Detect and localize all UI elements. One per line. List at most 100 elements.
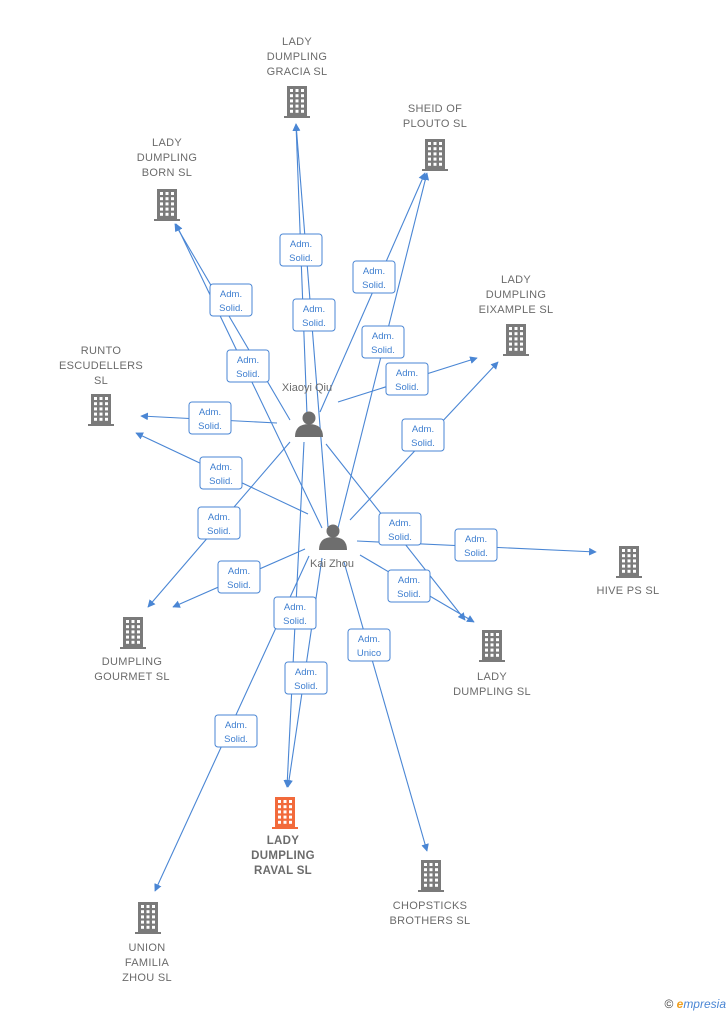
- relation-label[interactable]: Adm.Solid.: [352, 260, 396, 294]
- relation-label[interactable]: Adm.Solid.: [199, 456, 243, 490]
- main-company-building-icon[interactable]: [272, 797, 298, 829]
- company-building-icon[interactable]: [88, 394, 114, 426]
- relation-text: Solid.: [224, 734, 248, 745]
- building-window: [94, 417, 97, 421]
- relation-label[interactable]: Adm.Solid.: [284, 661, 328, 695]
- building-window: [289, 810, 292, 814]
- building-window: [146, 925, 150, 929]
- building-window: [485, 633, 488, 636]
- person-label-xiaoyi[interactable]: Xiaoyi Qiu: [282, 382, 332, 394]
- building-window: [520, 347, 523, 351]
- company-label-line: LADY: [267, 835, 300, 847]
- relation-box: [352, 260, 396, 294]
- building-window: [283, 805, 287, 809]
- company-building-icon[interactable]: [284, 86, 310, 118]
- person-body: [295, 424, 323, 437]
- company-label-line: RUNTO: [81, 345, 122, 357]
- building-window: [99, 412, 103, 416]
- building-window: [485, 648, 488, 652]
- building-window: [627, 549, 631, 552]
- relation-box: [226, 349, 270, 383]
- company-label-hive[interactable]: HIVE PS SL: [597, 585, 660, 597]
- relation-text: Solid.: [371, 345, 395, 356]
- relation-box: [273, 596, 317, 630]
- building-window: [290, 109, 293, 113]
- building-window: [131, 625, 135, 629]
- relation-text: Adm.: [237, 355, 259, 366]
- relation-text: Solid.: [395, 382, 419, 393]
- building-window: [433, 142, 437, 145]
- company-building-icon[interactable]: [120, 617, 146, 649]
- person-label-kai[interactable]: Kai Zhou: [310, 558, 354, 570]
- company-building-icon[interactable]: [418, 860, 444, 892]
- building-window: [152, 915, 155, 919]
- relation-label[interactable]: Adm.Solid.: [217, 560, 261, 594]
- building-base: [479, 660, 505, 662]
- building-window: [141, 920, 144, 924]
- relation-text: Solid.: [397, 589, 421, 600]
- edge-kai-to-chopsticks: [343, 561, 429, 852]
- company-building-icon[interactable]: [154, 189, 180, 221]
- building-window: [105, 412, 108, 416]
- building-window: [424, 883, 427, 887]
- building-window: [278, 820, 281, 824]
- building-window: [424, 878, 427, 882]
- relation-label[interactable]: Adm.Solid.: [292, 298, 336, 332]
- relation-label[interactable]: Adm.Solid.: [197, 506, 241, 540]
- relation-label[interactable]: Adm.Solid.: [279, 233, 323, 267]
- relation-label[interactable]: Adm.Solid.: [378, 512, 422, 546]
- relation-label[interactable]: Adm.Solid.: [385, 362, 429, 396]
- building-window: [633, 559, 636, 563]
- building-window: [295, 94, 299, 98]
- person-icon[interactable]: [295, 411, 323, 438]
- building-window: [622, 564, 625, 568]
- person-body: [319, 537, 347, 550]
- relation-label[interactable]: Adm.Solid.: [209, 283, 253, 317]
- relation-box: [454, 528, 498, 562]
- relation-label[interactable]: Adm.Solid.: [214, 714, 258, 748]
- relation-label[interactable]: Adm.Solid.: [401, 418, 445, 452]
- building-window: [439, 152, 442, 156]
- relation-text: Adm.: [290, 239, 312, 250]
- company-building-icon[interactable]: [616, 546, 642, 578]
- company-building-icon[interactable]: [135, 902, 161, 934]
- relation-label[interactable]: Adm.Solid.: [273, 596, 317, 630]
- company-building-icon[interactable]: [422, 139, 448, 171]
- relation-label[interactable]: Adm. Solid.: [387, 569, 431, 603]
- company-building-icon[interactable]: [479, 630, 505, 662]
- relation-label[interactable]: Adm.Unico: [347, 628, 391, 662]
- building-window: [105, 402, 108, 406]
- building-window: [171, 197, 174, 201]
- relation-text: Adm.: [398, 575, 420, 586]
- relation-box: [401, 418, 445, 452]
- relation-text: Solid.: [283, 616, 307, 627]
- relation-label[interactable]: Adm.Solid.: [188, 401, 232, 435]
- building-window: [278, 815, 281, 819]
- company-building-icon[interactable]: [503, 324, 529, 356]
- building-window: [514, 342, 518, 346]
- building-window: [429, 883, 433, 887]
- relation-text: Adm.: [372, 331, 394, 342]
- building-window: [428, 157, 431, 161]
- relation-label[interactable]: Adm.Solid.: [454, 528, 498, 562]
- person-icon[interactable]: [319, 524, 347, 551]
- company-label-line: LADY: [282, 36, 312, 48]
- relation-label[interactable]: Adm.Solid.: [226, 349, 270, 383]
- relation-label[interactable]: Adm. Solid.: [361, 325, 405, 359]
- company-label-line: DUMPLING SL: [453, 686, 531, 698]
- brand-logo-text: mpresia: [683, 997, 726, 1011]
- relation-text: Adm.: [295, 667, 317, 678]
- building-window: [94, 402, 97, 406]
- building-window: [289, 805, 292, 809]
